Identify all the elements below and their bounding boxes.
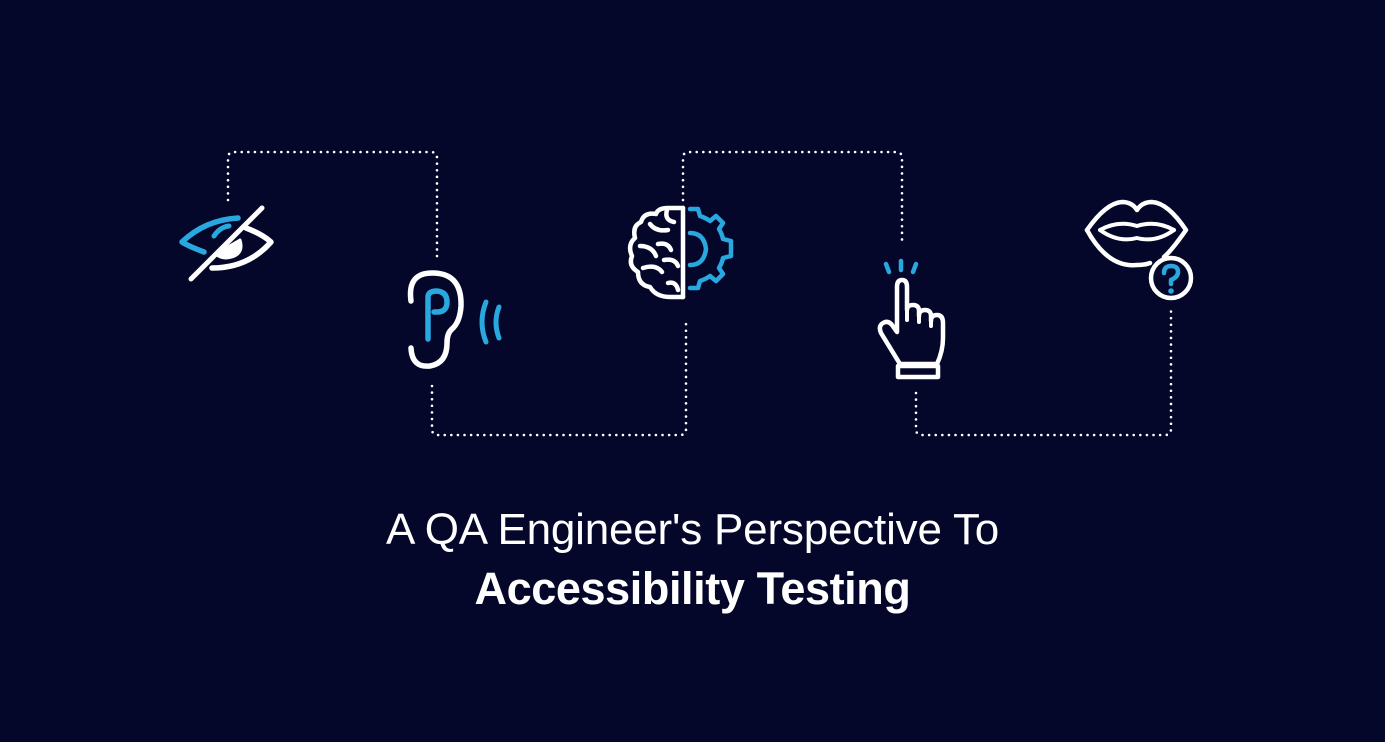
connector-hand-to-lips [914,304,1173,437]
ear-icon [407,270,502,369]
dotted-connectors [226,150,1173,437]
brain-icon [627,205,686,300]
title-line-2: Accessibility Testing [474,563,911,614]
brain-gear-icon [627,205,734,300]
pointing-hand-icon [877,258,946,380]
connector-eye-to-ear [226,150,439,262]
gear-icon [687,206,734,291]
eye-slash-icon [179,205,274,282]
tap-rays [883,258,919,275]
banner-title: A QA Engineer's Perspective To Accessibi… [0,502,1385,620]
connector-brain-to-hand [681,150,904,244]
question-circle [1148,255,1194,301]
connector-ear-to-brain [430,316,688,437]
lips-question-icon [1084,199,1194,301]
title-line-1: A QA Engineer's Perspective To [385,505,1000,554]
